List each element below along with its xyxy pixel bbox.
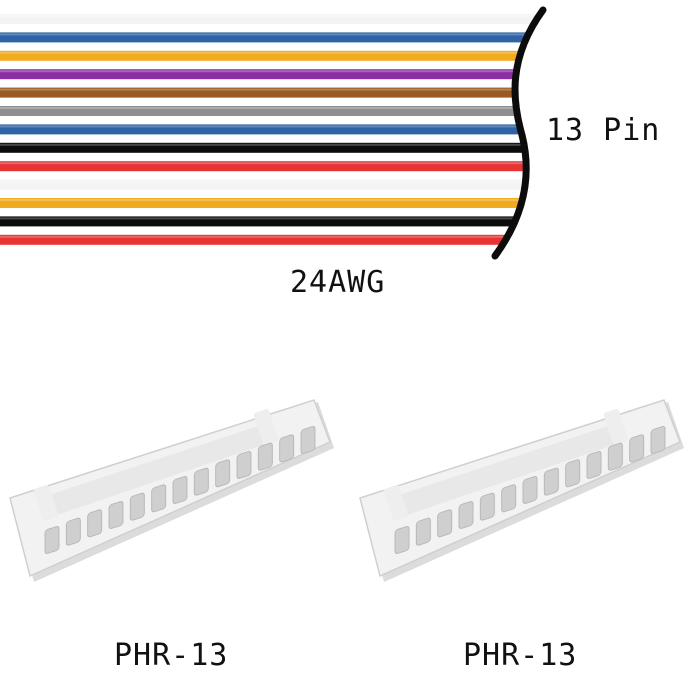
wire [0,234,540,245]
pin-cavity [650,426,666,454]
latch-tab [33,485,59,521]
connector-label: PHR-13 [114,638,229,673]
wire-highlight [0,107,540,109]
pin-cavity [172,476,188,504]
cable-cut-edge [491,6,547,260]
pin-cavity [300,426,316,454]
wire-highlight [0,199,540,201]
pin-cavity [87,509,103,538]
wire-highlight [0,51,540,54]
latch-tab [383,485,409,521]
latch-tab [253,409,279,445]
pin-cavity [193,467,209,496]
wire-highlight [0,143,540,146]
wire-highlight [0,70,540,73]
pin-cavity [479,492,495,521]
wire-highlight [0,15,540,17]
pin-cavity [215,459,231,488]
pin-cavity [458,501,474,529]
connector-label: PHR-13 [463,638,578,673]
connector-ridge [390,422,628,518]
wire [0,124,540,135]
pin-cavity [236,451,252,479]
pin-cavity [543,467,559,496]
wire-highlight [0,33,540,36]
phr-13-connector [359,399,684,582]
wire-highlight [0,162,540,165]
pin-cavity [151,484,167,513]
wire [0,106,540,116]
wire [0,198,540,208]
wire-highlight [0,235,540,238]
latch-tab [603,409,629,445]
pin-cavity [44,526,60,554]
pin-cavity [415,517,431,546]
wire [0,32,540,43]
wire [0,179,540,190]
pin-cavity [565,459,581,488]
wire-highlight [0,125,540,128]
pin-cavity [501,484,517,513]
wire [0,216,540,227]
wire-gauge-label: 24AWG [290,265,386,300]
pin-cavity [129,492,145,521]
pin-cavity [65,517,81,546]
phr-13-connector [9,399,334,582]
wire [0,69,540,80]
wire-highlight [0,88,540,91]
pin-cavity [108,501,124,529]
wire [0,50,540,61]
ribbon-cable [0,6,547,260]
pin-cavity [437,509,453,538]
connector-ridge [40,422,278,518]
wire [0,161,540,172]
wire [0,87,540,98]
pin-cavity [394,526,410,554]
wire [0,14,540,24]
pin-count-label: 13 Pin [546,113,661,148]
pin-cavity [279,434,295,463]
pin-cavity [586,451,602,479]
pin-cavity [629,434,645,463]
pin-cavity [257,442,273,471]
wire-highlight [0,217,540,220]
pin-cavity [607,442,623,471]
pin-cavity [522,476,538,504]
wire [0,142,540,153]
wire-highlight [0,180,540,183]
